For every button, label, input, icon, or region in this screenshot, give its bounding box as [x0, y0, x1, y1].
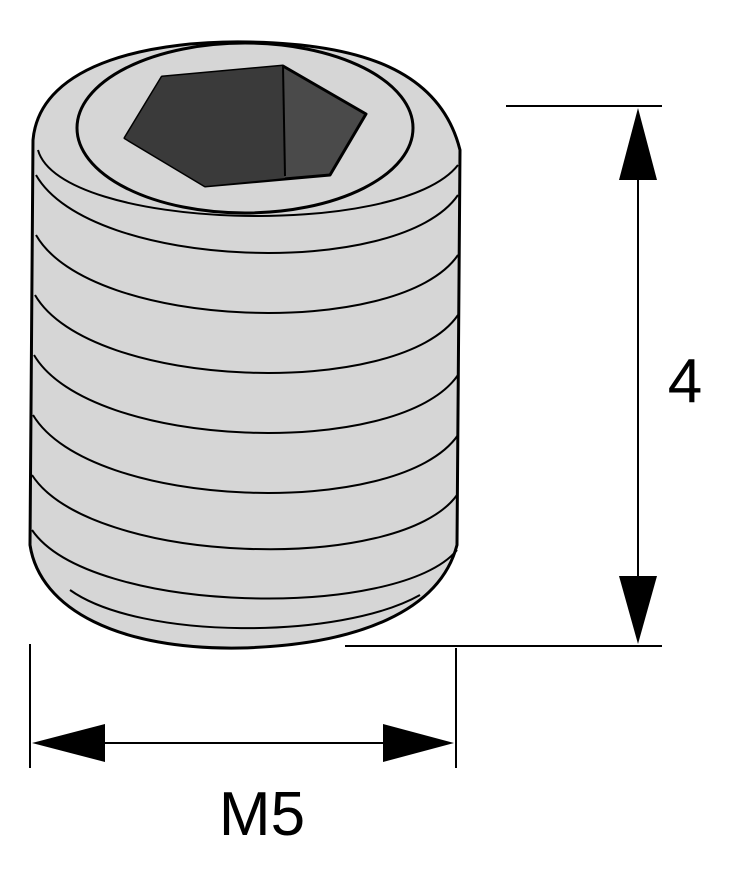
thread-line: [33, 354, 459, 434]
height-dimension: 4: [345, 105, 702, 647]
thread-line: [31, 474, 458, 551]
thread-line: [34, 294, 459, 374]
diameter-label: M5: [219, 780, 305, 849]
thread-line: [35, 174, 459, 254]
arrowhead-left-icon: [32, 724, 105, 762]
screw-top-rim: [37, 149, 459, 217]
thread-lines: [31, 174, 459, 630]
height-label: 4: [668, 347, 702, 416]
hex-socket-shadow: [125, 66, 285, 186]
hex-socket-edge: [282, 65, 286, 177]
thread-line: [35, 234, 459, 314]
arrowhead-down-icon: [619, 576, 657, 644]
diameter-dimension: M5: [29, 644, 457, 849]
arrowhead-right-icon: [383, 724, 454, 762]
arrowhead-up-icon: [619, 108, 657, 180]
thread-line: [31, 529, 458, 600]
thread-line: [32, 414, 459, 494]
thread-line: [69, 589, 421, 630]
set-screw: [28, 40, 462, 650]
